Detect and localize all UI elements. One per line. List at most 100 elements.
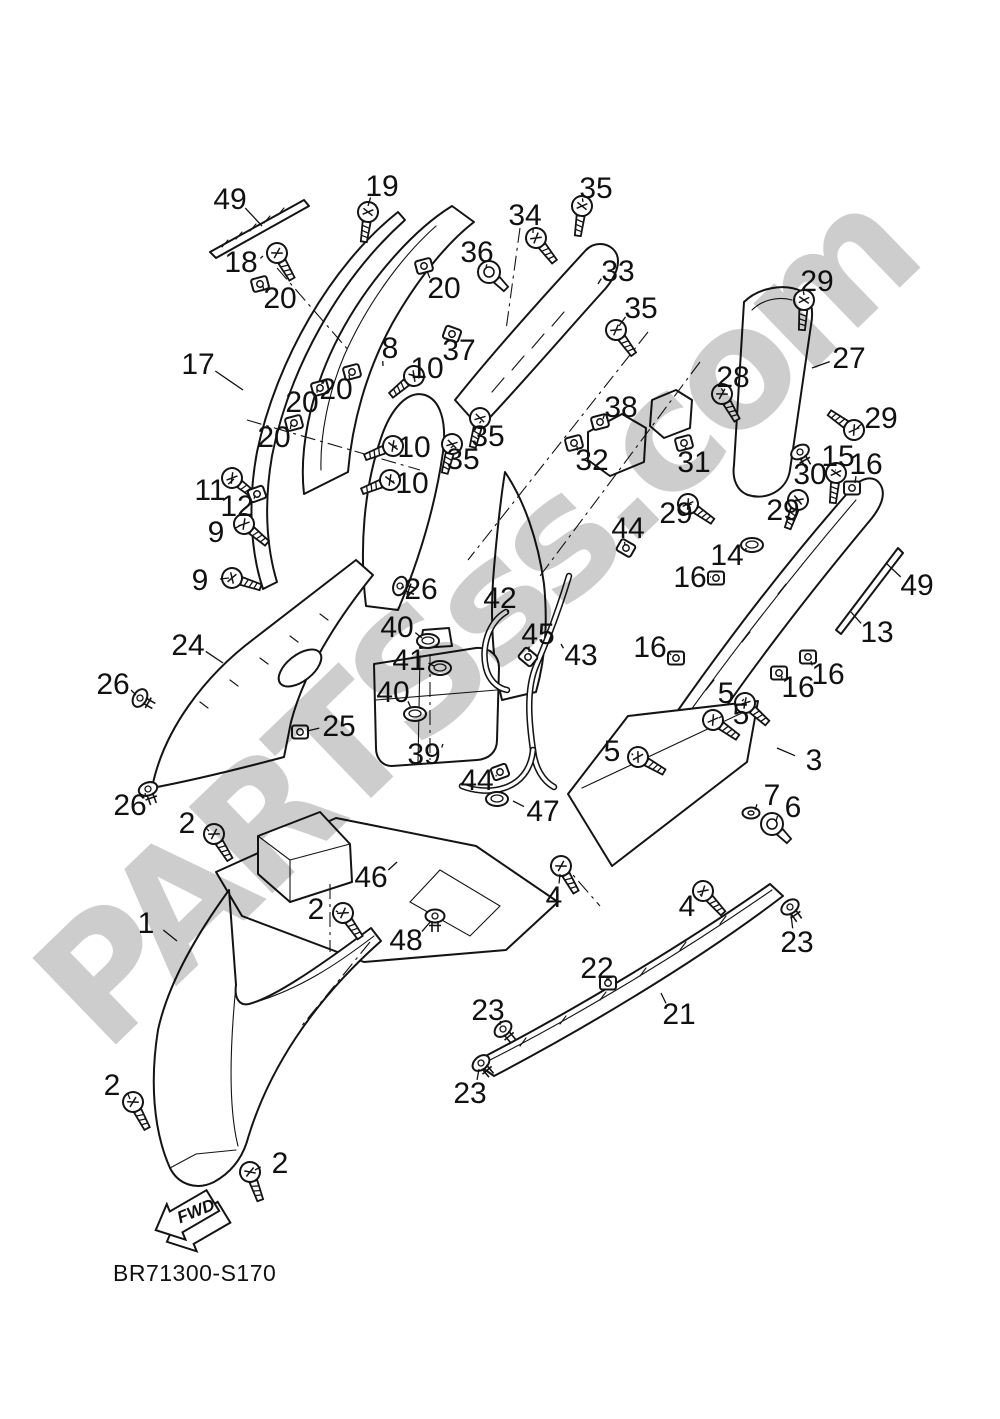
part-3-panel <box>567 700 759 867</box>
leader-line-35 <box>478 420 482 424</box>
callout-2: 2 <box>104 1069 121 1102</box>
callout-16: 16 <box>849 448 882 481</box>
callout-10: 10 <box>410 352 443 385</box>
callout-32: 32 <box>575 444 608 477</box>
callout-49: 49 <box>900 569 933 602</box>
callout-20: 20 <box>263 282 296 315</box>
callout-10: 10 <box>395 467 428 500</box>
leader-line-20 <box>262 285 265 291</box>
leader-line-35 <box>618 316 627 327</box>
part-upper-panel-line <box>320 225 437 471</box>
leader-line-11 <box>227 478 235 485</box>
callout-4: 4 <box>679 890 696 923</box>
callout-43: 43 <box>564 639 597 672</box>
part-27-line <box>751 297 793 311</box>
callout-29: 29 <box>659 497 692 530</box>
leader-line-48 <box>421 920 432 932</box>
callout-9: 9 <box>208 516 225 549</box>
part-33-panel <box>454 243 619 429</box>
leader-line-31 <box>684 446 687 450</box>
callout-17: 17 <box>181 348 214 381</box>
leader-line-3 <box>776 747 796 757</box>
leader-line-28 <box>720 388 724 392</box>
leader-line-24 <box>205 650 224 664</box>
callout-20: 20 <box>427 272 460 305</box>
part-46-box <box>257 811 353 903</box>
callout-2: 2 <box>308 893 325 926</box>
leader-line-27 <box>811 361 830 369</box>
leader-line-21 <box>660 992 667 1004</box>
leader-line-49 <box>885 562 902 578</box>
callout-49: 49 <box>213 183 246 216</box>
centerlines <box>246 227 701 1029</box>
part-43-hose-inner <box>527 574 571 789</box>
part-bracket-a <box>587 413 647 477</box>
callout-28: 28 <box>716 361 749 394</box>
callout-39: 39 <box>407 738 440 771</box>
callout-36: 36 <box>460 236 493 269</box>
leader-line-26 <box>144 792 147 797</box>
callout-5: 5 <box>604 735 621 768</box>
part-21-clips <box>519 915 727 1047</box>
leader-line-33 <box>597 278 602 285</box>
fwd-arrow: FWD <box>154 1188 232 1253</box>
callout-27: 27 <box>832 342 865 375</box>
leader-line-43 <box>560 643 565 649</box>
callout-2: 2 <box>272 1147 289 1180</box>
callout-26: 26 <box>96 668 129 701</box>
callout-35: 35 <box>471 420 504 453</box>
callout-5: 5 <box>733 698 750 731</box>
callout-44: 44 <box>611 512 644 545</box>
leader-line-40 <box>407 701 412 709</box>
callout-20: 20 <box>257 421 290 454</box>
callout-26: 26 <box>404 573 437 606</box>
callout-29: 29 <box>800 265 833 298</box>
leader-line-35 <box>581 198 584 203</box>
callout-30: 30 <box>793 458 826 491</box>
leader-line-9 <box>219 577 230 580</box>
screw-icon <box>236 1158 271 1205</box>
part-39-tank <box>373 646 500 767</box>
leader-line-29 <box>856 422 863 429</box>
leader-line-26 <box>130 689 137 696</box>
callout-29: 29 <box>864 402 897 435</box>
callout-40: 40 <box>380 611 413 644</box>
callout-12: 12 <box>220 490 253 523</box>
diagram-code: BR71300-S170 <box>113 1260 276 1286</box>
callout-23: 23 <box>471 994 504 1027</box>
part-24-panel <box>151 559 374 789</box>
callout-16: 16 <box>781 671 814 704</box>
callout-8: 8 <box>382 332 399 365</box>
part-42-hose-inner <box>482 610 509 692</box>
leader-line-29 <box>802 291 805 296</box>
callout-25: 25 <box>322 710 355 743</box>
leader-line-20 <box>426 270 431 279</box>
callout-2: 2 <box>179 807 196 840</box>
leader-line-29 <box>794 499 799 502</box>
callout-6: 6 <box>785 791 802 824</box>
leader-line-5 <box>718 715 722 719</box>
leader-line-17 <box>214 370 244 391</box>
leader-line-6 <box>775 815 779 822</box>
screw-icon <box>262 238 302 285</box>
part-bracket-b <box>649 389 693 439</box>
callout-24: 24 <box>171 629 204 662</box>
part-1-line-a <box>230 984 239 1147</box>
leader-line-20 <box>289 424 292 430</box>
leader-line-12 <box>253 494 256 499</box>
leader-line-25 <box>306 727 320 732</box>
leader-line-18 <box>259 255 264 259</box>
rivet-icon <box>777 895 808 927</box>
leader-line-42 <box>506 610 510 613</box>
callout-23: 23 <box>453 1077 486 1110</box>
part-1-line-c <box>169 1149 237 1169</box>
part-upper-panel <box>301 205 475 495</box>
part-1-line-b <box>248 935 375 1005</box>
leader-line-19 <box>367 197 372 207</box>
callout-41: 41 <box>392 644 425 677</box>
leader-line-5 <box>631 753 634 756</box>
part-49-trim-left <box>209 199 310 259</box>
part-24-hole <box>277 648 323 688</box>
